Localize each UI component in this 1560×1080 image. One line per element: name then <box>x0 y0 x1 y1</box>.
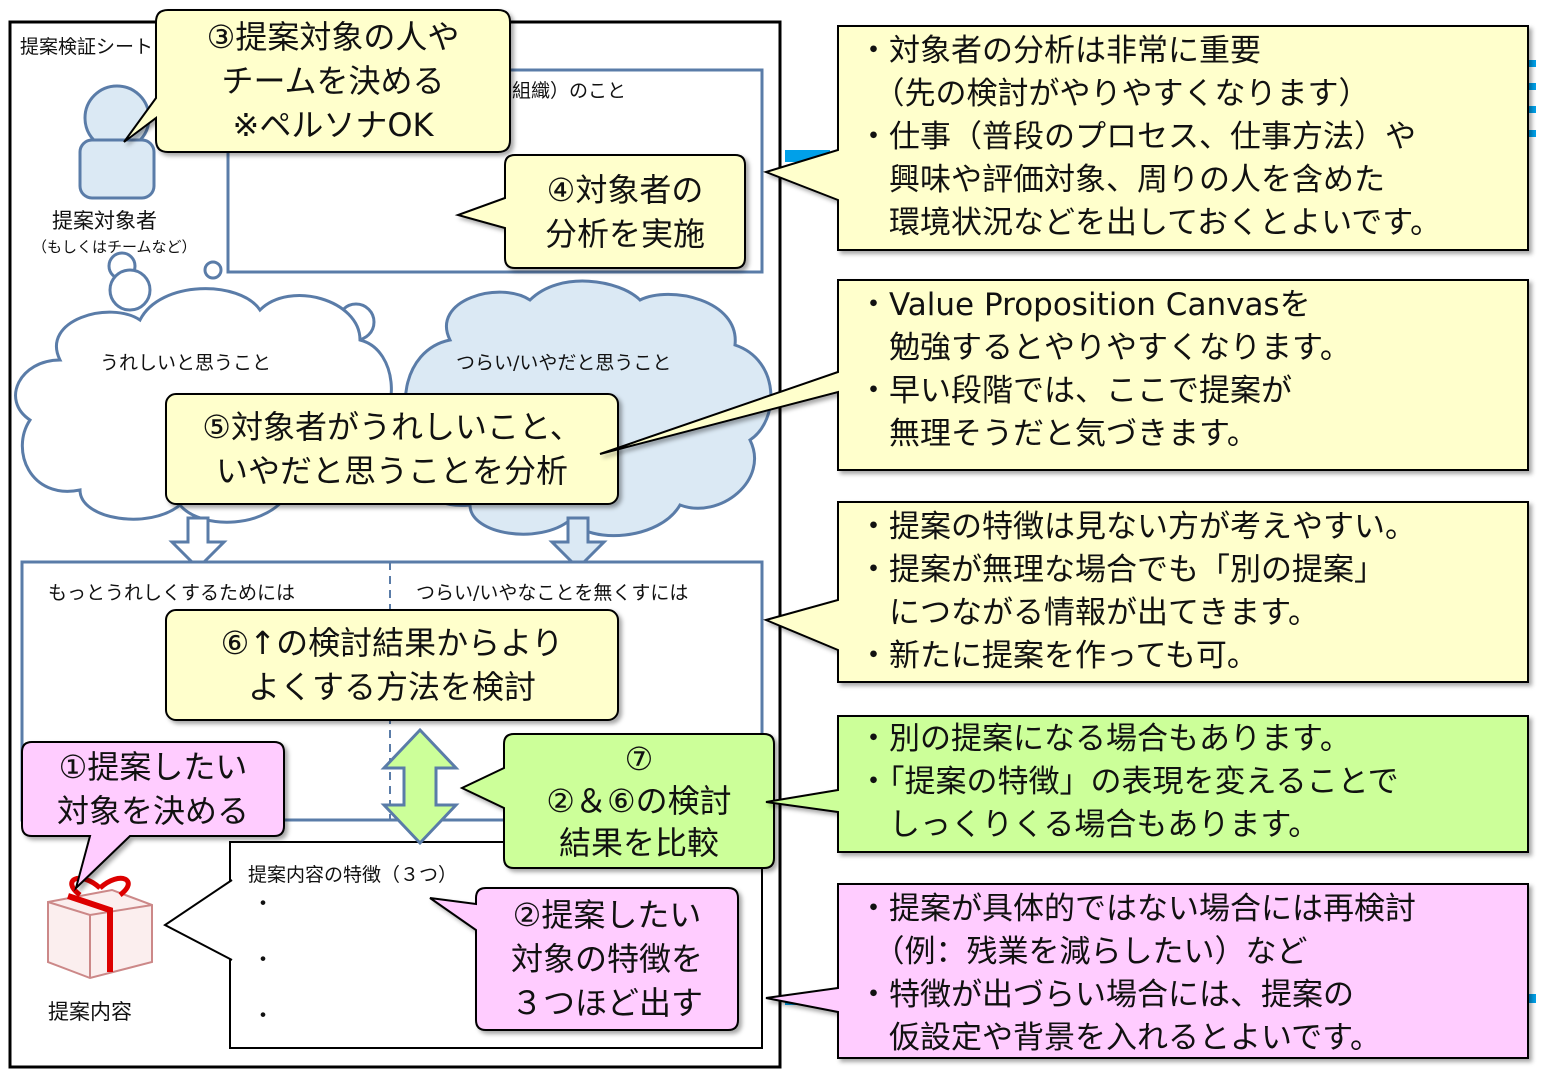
note-5-shape <box>765 883 1529 1059</box>
down-arrow-icon <box>168 516 608 571</box>
callout-step7-line-1: ⑦ <box>624 740 654 778</box>
note-2-shape <box>599 279 1529 471</box>
callout-step3-shape <box>123 9 511 153</box>
callout-step7-line-2: ②＆⑥の検討 <box>546 782 732 820</box>
callout-step2: ②提案したい 対象の特徴を ３つほど出す <box>476 888 738 1030</box>
callout-step3-line-2: チームを決める <box>221 62 445 100</box>
note-2: ・Value Proposition Canvasを 勉強するとやりやすくなりま… <box>858 284 1351 456</box>
note-1-line-4: 興味や評価対象、周りの人を含めた <box>858 162 1385 198</box>
callout-step7-line-3: 結果を比較 <box>558 824 719 862</box>
note-5-line-1: ・提案が具体的ではない場合には再検討 <box>858 891 1416 927</box>
note-5-line-4: 仮設定や背景を入れるとよいです。 <box>858 1020 1381 1056</box>
callout-step4-line-1: ④対象者の <box>546 170 704 209</box>
improve-label: もっとうれしくするためには <box>48 582 296 604</box>
note-3-line-2: ・提案が無理な場合でも「別の提案」 <box>858 552 1385 588</box>
callout-step2-line-3: ３つほど出す <box>510 984 703 1022</box>
note-3: ・提案の特徴は見ない方が考えやすい。 ・提案が無理な場合でも「別の提案」 につな… <box>858 506 1416 678</box>
note-2-line-4: 無理そうだと気づきます。 <box>858 416 1258 452</box>
callout-step5-line-2: いやだと思うことを分析 <box>215 452 568 490</box>
note-5-line-3: ・特徴が出づらい場合には、提案の <box>858 977 1354 1013</box>
note-1-shape <box>762 25 1529 251</box>
callout-step2-line-1: ②提案したい <box>512 896 702 934</box>
double-arrow-icon <box>380 727 460 846</box>
note-2-line-2: 勉強するとやりやすくなります。 <box>858 330 1351 366</box>
note-1: ・対象者の分析は非常に重要 （先の検討がやりやすくなります） ・仕事（普段のプロ… <box>858 30 1441 245</box>
callout-step6-shape <box>165 609 619 721</box>
target-section-label: 組織）のこと <box>512 80 627 102</box>
callout-step4-line-2: 分析を実施 <box>544 214 705 253</box>
note-3-line-4: ・新たに提案を作っても可。 <box>858 638 1258 674</box>
note-4-shape <box>765 715 1529 853</box>
callout-step6-line-2: よくする方法を検討 <box>247 668 536 706</box>
gift-icon <box>47 875 153 980</box>
callout-step7-shape <box>459 733 775 869</box>
note-5-line-2: （例：残業を減らしたい）など <box>858 934 1308 970</box>
note-1-line-3: ・仕事（普段のプロセス、仕事方法）や <box>858 119 1416 155</box>
callout-step2-line-2: 対象の特徴を <box>510 940 703 978</box>
callout-step5-line-1: ⑤対象者がうれしいこと、 <box>202 408 582 446</box>
callout-step4: ④対象者の 分析を実施 <box>505 155 745 268</box>
note-1-line-1: ・対象者の分析は非常に重要 <box>858 33 1261 69</box>
person-label: 提案対象者 <box>52 209 157 233</box>
callout-step3-line-3: ※ペルソナOK <box>232 106 434 144</box>
note-3-shape <box>762 501 1529 683</box>
note-1-line-2: （先の検討がやりやすくなります） <box>858 76 1370 112</box>
pain-label: つらい/いやだと思うこと <box>456 352 672 374</box>
note-4-line-2: ・「提案の特徴」の表現を変えることで <box>858 764 1399 800</box>
remove-label: つらい/いやなことを無くすには <box>416 582 689 604</box>
callout-step7: ⑦ ②＆⑥の検討 結果を比較 <box>504 734 774 868</box>
callout-step3: ③提案対象の人や チームを決める ※ペルソナOK <box>156 10 510 152</box>
callout-step1-line-1: ①提案したい <box>58 748 248 786</box>
callout-step5: ⑤対象者がうれしいこと、 いやだと思うことを分析 <box>166 394 618 504</box>
person-icon <box>78 84 156 200</box>
features-pointer <box>163 879 233 961</box>
note-4-line-1: ・別の提案になる場合もあります。 <box>858 721 1351 757</box>
note-1-line-5: 環境状況などを出しておくとよいです。 <box>858 205 1442 241</box>
feature-bullet-3: ・ <box>252 1004 275 1029</box>
note-3-line-3: につながる情報が出てきます。 <box>858 595 1319 631</box>
callout-step4-shape <box>454 154 746 269</box>
callout-step2-shape <box>429 887 739 1031</box>
note-5: ・提案が具体的ではない場合には再検討 （例：残業を減らしたい）など ・特徴が出づ… <box>858 888 1416 1060</box>
callout-step3-line-1: ③提案対象の人や <box>206 18 460 56</box>
note-4: ・別の提案になる場合もあります。 ・「提案の特徴」の表現を変えることで しっくり… <box>858 718 1399 847</box>
callout-step1-line-2: 対象を決める <box>56 792 249 830</box>
feature-bullet-1: ・ <box>252 892 275 917</box>
features-title: 提案内容の特徴（３つ） <box>248 864 458 886</box>
callout-step1-shape <box>21 741 285 892</box>
note-2-line-1: ・Value Proposition Canvasを <box>858 287 1311 323</box>
happy-label: うれしいと思うこと <box>100 352 272 374</box>
callout-step1: ①提案したい 対象を決める <box>22 742 284 836</box>
sheet-title: 提案検証シート <box>20 36 154 58</box>
callout-step6: ⑥↑の検討結果からより よくする方法を検討 <box>166 610 618 720</box>
person-sublabel: （もしくはチームなど） <box>32 238 197 256</box>
callout-step6-line-1: ⑥↑の検討結果からより <box>220 624 564 662</box>
note-3-line-1: ・提案の特徴は見ない方が考えやすい。 <box>858 509 1416 545</box>
note-4-line-3: しっくりくる場合もあります。 <box>858 807 1320 843</box>
feature-bullet-2: ・ <box>252 948 275 973</box>
proposal-label: 提案内容 <box>48 1000 132 1024</box>
note-2-line-3: ・早い段階では、ここで提案が <box>858 373 1292 409</box>
